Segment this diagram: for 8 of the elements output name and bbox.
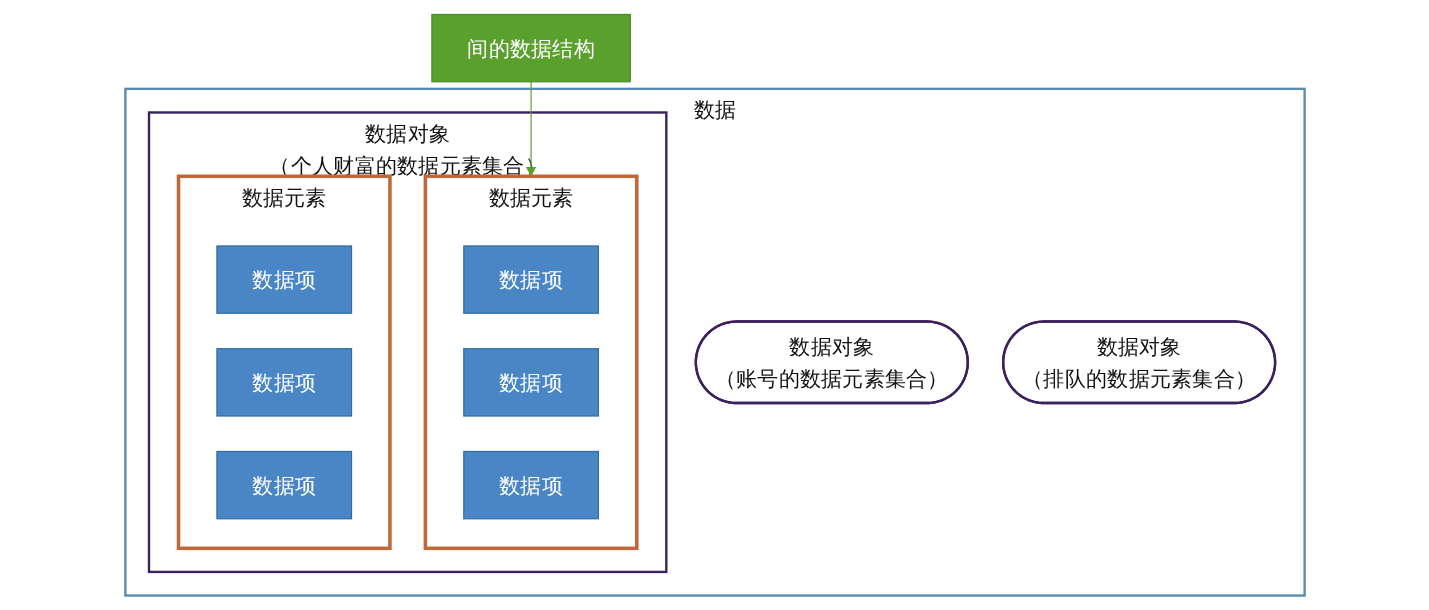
node-box: 数据项 <box>462 450 599 520</box>
arrow <box>525 81 536 177</box>
node-box: 间的数据结构 <box>430 13 631 83</box>
node-box: 数据项 <box>462 348 599 417</box>
node-box: 数据项 <box>462 245 599 314</box>
node-box: 数据项 <box>215 245 352 314</box>
node-box: 数据项 <box>215 450 352 520</box>
node-box: 数据项 <box>215 348 352 417</box>
